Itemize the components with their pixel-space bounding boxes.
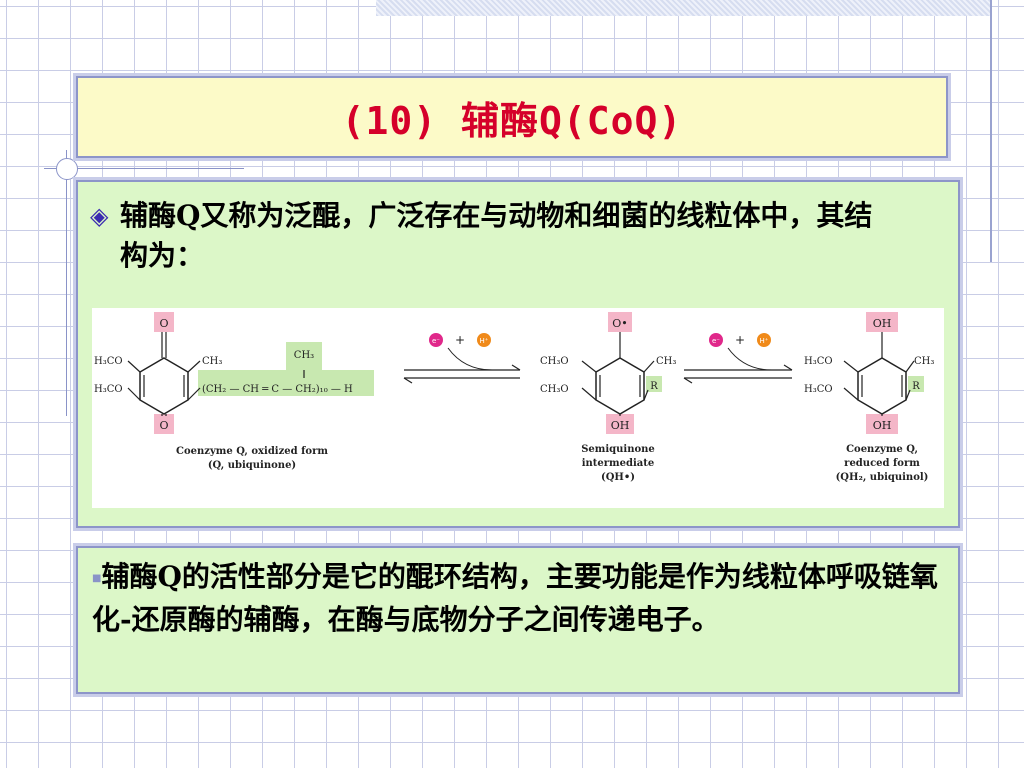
proton-icon-2 xyxy=(757,333,771,347)
top-decorative-band xyxy=(376,0,992,16)
oxidized-chain: (CH₂ — CH ═ C — CH₂)₁₀ — H xyxy=(202,384,353,395)
oxidized-o-bottom: O xyxy=(159,419,168,432)
oxidized-caption-2: (Q, ubiquinone) xyxy=(208,460,296,471)
reduced-r: R xyxy=(912,381,920,392)
decorative-horizontal-line xyxy=(44,168,244,169)
structure-content-box: ◈ 辅酶Q又称为泛醌，广泛存在与动物和细菌的线粒体中，其结构为： xyxy=(73,177,963,531)
oxidized-h3co-1: H₃CO xyxy=(94,356,123,367)
semi-o-highlight xyxy=(608,312,632,332)
semi-ch3o-1: CH₃O xyxy=(540,356,569,367)
square-bullet-icon: ■ xyxy=(92,573,102,584)
red-oh-bottom-highlight xyxy=(866,414,898,434)
semi-ch3: CH₃ xyxy=(656,356,676,367)
right-decorative-rule xyxy=(990,0,992,262)
semi-r-highlight xyxy=(646,376,662,392)
reaction-2-electron: e⁻ xyxy=(712,337,720,345)
function-paragraph: ■辅酶Q的活性部分是它的醌环结构，主要功能是作为线粒体呼吸链氧化-还原酶的辅酶，… xyxy=(92,556,942,640)
reduced-oh-bottom: OH xyxy=(873,419,892,432)
semiquinone-ring xyxy=(595,357,645,415)
oxidized-ring xyxy=(139,357,189,415)
proton-icon-1 xyxy=(477,333,491,347)
electron-icon-2 xyxy=(709,333,723,347)
chain-highlight xyxy=(198,370,374,396)
diamond-bullet-icon: ◈ xyxy=(90,202,109,230)
semi-r: R xyxy=(650,381,658,392)
reaction-2: e⁻ + H⁺ xyxy=(683,333,793,384)
reduced-h3co-1: H₃CO xyxy=(804,356,833,367)
reaction-1-proton: H⁺ xyxy=(480,337,489,345)
oxidized-o-top: O xyxy=(159,317,168,330)
function-content-box: ■辅酶Q的活性部分是它的醌环结构，主要功能是作为线粒体呼吸链氧化-还原酶的辅酶，… xyxy=(73,543,963,697)
reaction-1-electron: e⁻ xyxy=(432,337,440,345)
reaction-2-proton: H⁺ xyxy=(760,337,769,345)
semi-oh-highlight xyxy=(606,414,634,434)
reduced-h3co-2: H₃CO xyxy=(804,384,833,395)
oxidized-form-structure: O O H₃CO H₃CO CH₃ CH₃ (CH₂ — CH ═ C — CH… xyxy=(94,312,374,471)
oxidized-ch3-side: CH₃ xyxy=(294,350,314,361)
electron-icon-1 xyxy=(429,333,443,347)
coq-reaction-diagram: O O H₃CO H₃CO CH₃ CH₃ (CH₂ — CH ═ C — CH… xyxy=(94,312,934,483)
reduced-oh-top: OH xyxy=(873,317,892,330)
reduced-caption-2: reduced form xyxy=(844,458,920,469)
coq-redox-figure: O O H₃CO H₃CO CH₃ CH₃ (CH₂ — CH ═ C — CH… xyxy=(92,308,944,508)
semi-caption-1: Semiquinone xyxy=(581,444,655,455)
intro-bullet: ◈ 辅酶Q又称为泛醌，广泛存在与动物和细菌的线粒体中，其结构为： xyxy=(90,196,940,276)
oxidized-caption-1: Coenzyme Q, oxidized form xyxy=(176,446,328,457)
red-oh-top-highlight xyxy=(866,312,898,332)
oxidized-h3co-2: H₃CO xyxy=(94,384,123,395)
o-top-highlight xyxy=(154,312,174,332)
semi-caption-3: (QH•) xyxy=(601,472,635,483)
function-text: 辅酶Q的活性部分是它的醌环结构，主要功能是作为线粒体呼吸链氧化-还原酶的辅酶，在… xyxy=(92,560,938,636)
decorative-circle-icon xyxy=(56,158,78,180)
intro-text: 辅酶Q又称为泛醌，广泛存在与动物和细菌的线粒体中，其结构为： xyxy=(120,199,873,272)
semi-o-top: O• xyxy=(612,317,628,330)
semi-ch3o-2: CH₃O xyxy=(540,384,569,395)
decorative-vertical-line xyxy=(66,150,67,416)
reduced-ring xyxy=(857,357,907,415)
reduced-ch3: CH₃ xyxy=(914,356,934,367)
reduced-caption-3: (QH₂, ubiquinol) xyxy=(836,472,929,483)
oxidized-ch3: CH₃ xyxy=(202,356,222,367)
title-box: (10) 辅酶Q(CoQ) xyxy=(73,73,951,161)
reaction-1-plus: + xyxy=(455,333,465,347)
reaction-1: e⁻ + H⁺ xyxy=(403,333,521,384)
slide-title: (10) 辅酶Q(CoQ) xyxy=(341,98,683,143)
red-r-highlight xyxy=(908,376,924,392)
semi-caption-2: intermediate xyxy=(582,458,655,469)
reduced-caption-1: Coenzyme Q, xyxy=(846,444,918,455)
ch3-side-highlight xyxy=(286,342,322,370)
reaction-2-plus: + xyxy=(735,333,745,347)
reduced-form-structure: OH OH H₃CO H₃CO CH₃ R Coenzyme Q, reduce… xyxy=(804,312,934,483)
semiquinone-structure: O• OH CH₃O CH₃O CH₃ R Semiquinone interm… xyxy=(540,312,676,483)
o-bottom-highlight xyxy=(154,414,174,434)
semi-oh-bottom: OH xyxy=(611,419,630,432)
